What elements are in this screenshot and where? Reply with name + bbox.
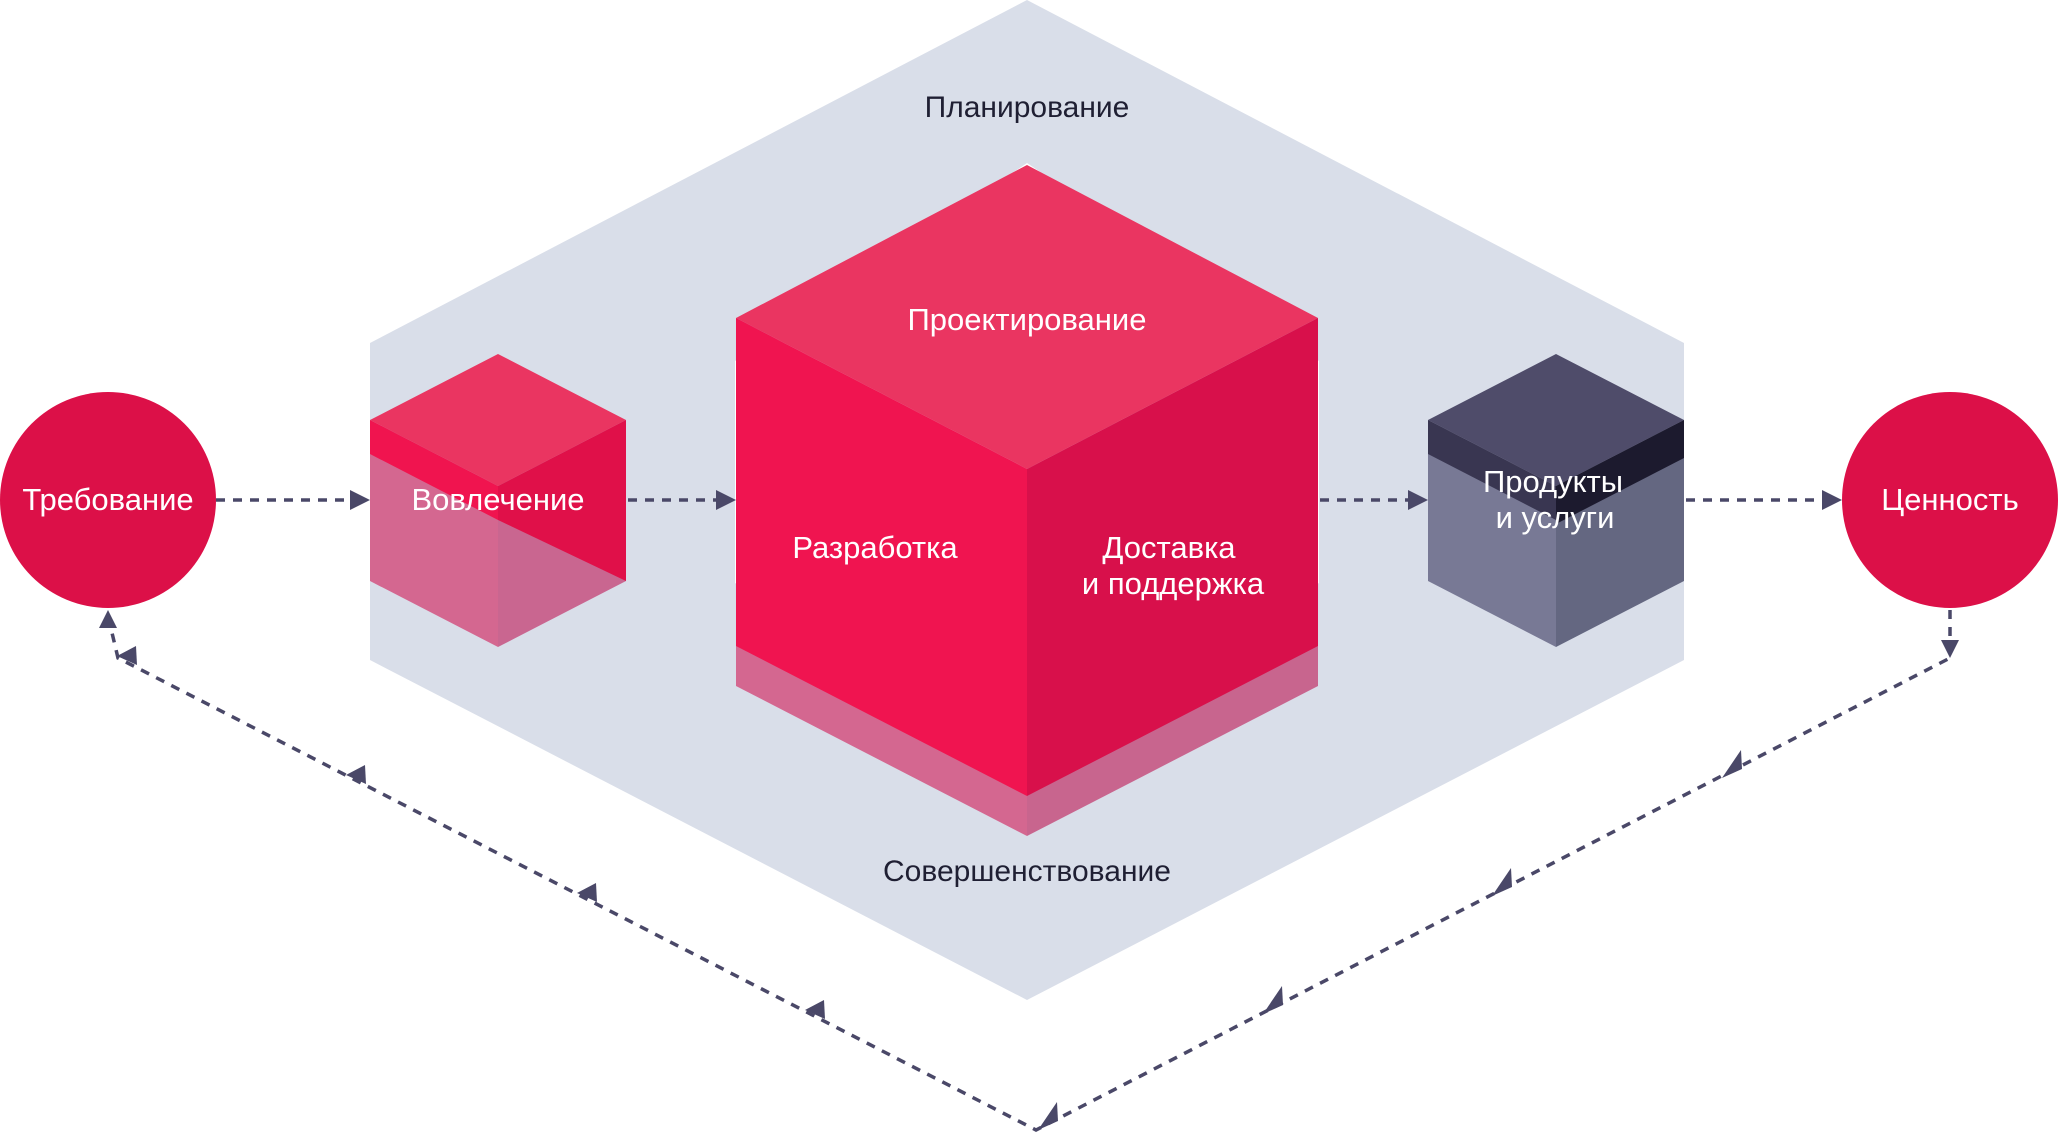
requirement-label: Требование xyxy=(22,482,193,517)
planning-label: Планирование xyxy=(925,91,1130,124)
engagement-cube-right-solid xyxy=(498,420,626,581)
background-hexagon-band xyxy=(370,0,1684,1000)
flow-arrowhead xyxy=(350,490,370,510)
flow-value-to-requirement-loop xyxy=(99,610,1959,1132)
development-label: Разработка xyxy=(792,530,958,565)
products-cube xyxy=(1428,354,1684,647)
engagement-cube-left-solid xyxy=(370,420,498,520)
engagement-cube xyxy=(370,354,626,647)
flow-arrowhead xyxy=(1722,750,1742,778)
central-cube-right-solid xyxy=(1027,318,1318,796)
flow-engagement-to-development xyxy=(628,490,736,510)
value-circle xyxy=(1842,392,2058,608)
flow-arrowhead xyxy=(117,646,137,665)
flow-arrowhead xyxy=(805,1000,825,1019)
delivery-label-line1: Доставка xyxy=(1102,530,1236,565)
central-cube-top xyxy=(736,165,1318,469)
products-cube-left-solid xyxy=(1428,420,1556,520)
flow-requirement-to-engagement xyxy=(216,490,370,510)
flow-arrowhead xyxy=(1408,490,1428,510)
products-label-line1: Продукты xyxy=(1483,464,1623,499)
flow-arrowhead xyxy=(577,883,597,902)
flow-arrowhead xyxy=(1263,986,1283,1014)
products-cube-right-solid xyxy=(1556,420,1684,524)
flow-arrowhead xyxy=(346,765,366,784)
delivery-label-line2: и поддержка xyxy=(1082,566,1265,601)
value-label: Ценность xyxy=(1881,482,2019,517)
flow-arrowhead xyxy=(1038,1102,1058,1130)
improvement-label: Совершенствование xyxy=(883,855,1171,888)
flow-products-to-value xyxy=(1686,490,1842,510)
requirement-circle xyxy=(0,392,216,608)
engagement-label: Вовлечение xyxy=(411,482,584,517)
flow-arrowhead xyxy=(1822,490,1842,510)
flow-arrowhead xyxy=(99,610,117,628)
products-label-line2: и услуги xyxy=(1496,500,1615,535)
flow-arrowhead xyxy=(716,490,736,510)
central-cube-left-solid xyxy=(736,318,1027,796)
central-cube xyxy=(736,165,1318,836)
flow-arrowhead xyxy=(1492,868,1512,896)
flow-delivery-to-products xyxy=(1320,490,1428,510)
flow-arrowhead xyxy=(1941,640,1959,658)
design-label: Проектирование xyxy=(908,302,1147,337)
